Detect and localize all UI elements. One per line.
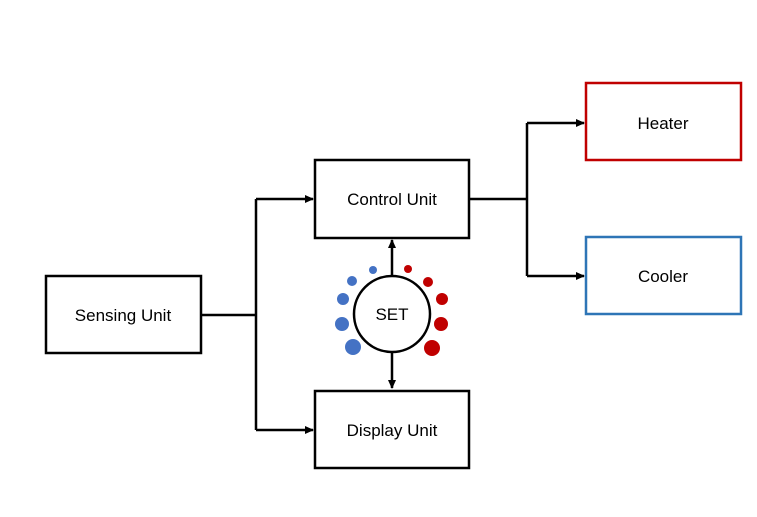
cooler-node: Cooler xyxy=(584,235,743,316)
set-knob-label: SET xyxy=(375,305,408,324)
sensing-unit-label: Sensing Unit xyxy=(75,306,172,325)
hot-dot xyxy=(404,265,412,273)
hot-dot xyxy=(424,340,440,356)
set-knob: SET xyxy=(352,274,432,354)
hot-dot xyxy=(436,293,448,305)
cool-dot xyxy=(369,266,377,274)
cool-dot xyxy=(337,293,349,305)
control-unit-label: Control Unit xyxy=(347,190,437,209)
heater-label: Heater xyxy=(637,114,688,133)
cool-dot xyxy=(347,276,357,286)
hot-dot xyxy=(434,317,448,331)
display-unit-label: Display Unit xyxy=(347,421,438,440)
control-unit-node: Control Unit xyxy=(313,158,471,240)
heater-node: Heater xyxy=(584,81,743,162)
cooler-label: Cooler xyxy=(638,267,688,286)
display-unit-node: Display Unit xyxy=(313,389,471,470)
sensing-unit-node: Sensing Unit xyxy=(44,274,203,355)
cool-indicator-dots xyxy=(335,266,377,355)
connectors xyxy=(201,119,585,434)
hot-dot xyxy=(423,277,433,287)
hot-indicator-dots xyxy=(404,265,448,356)
cool-dot xyxy=(335,317,349,331)
cool-dot xyxy=(345,339,361,355)
